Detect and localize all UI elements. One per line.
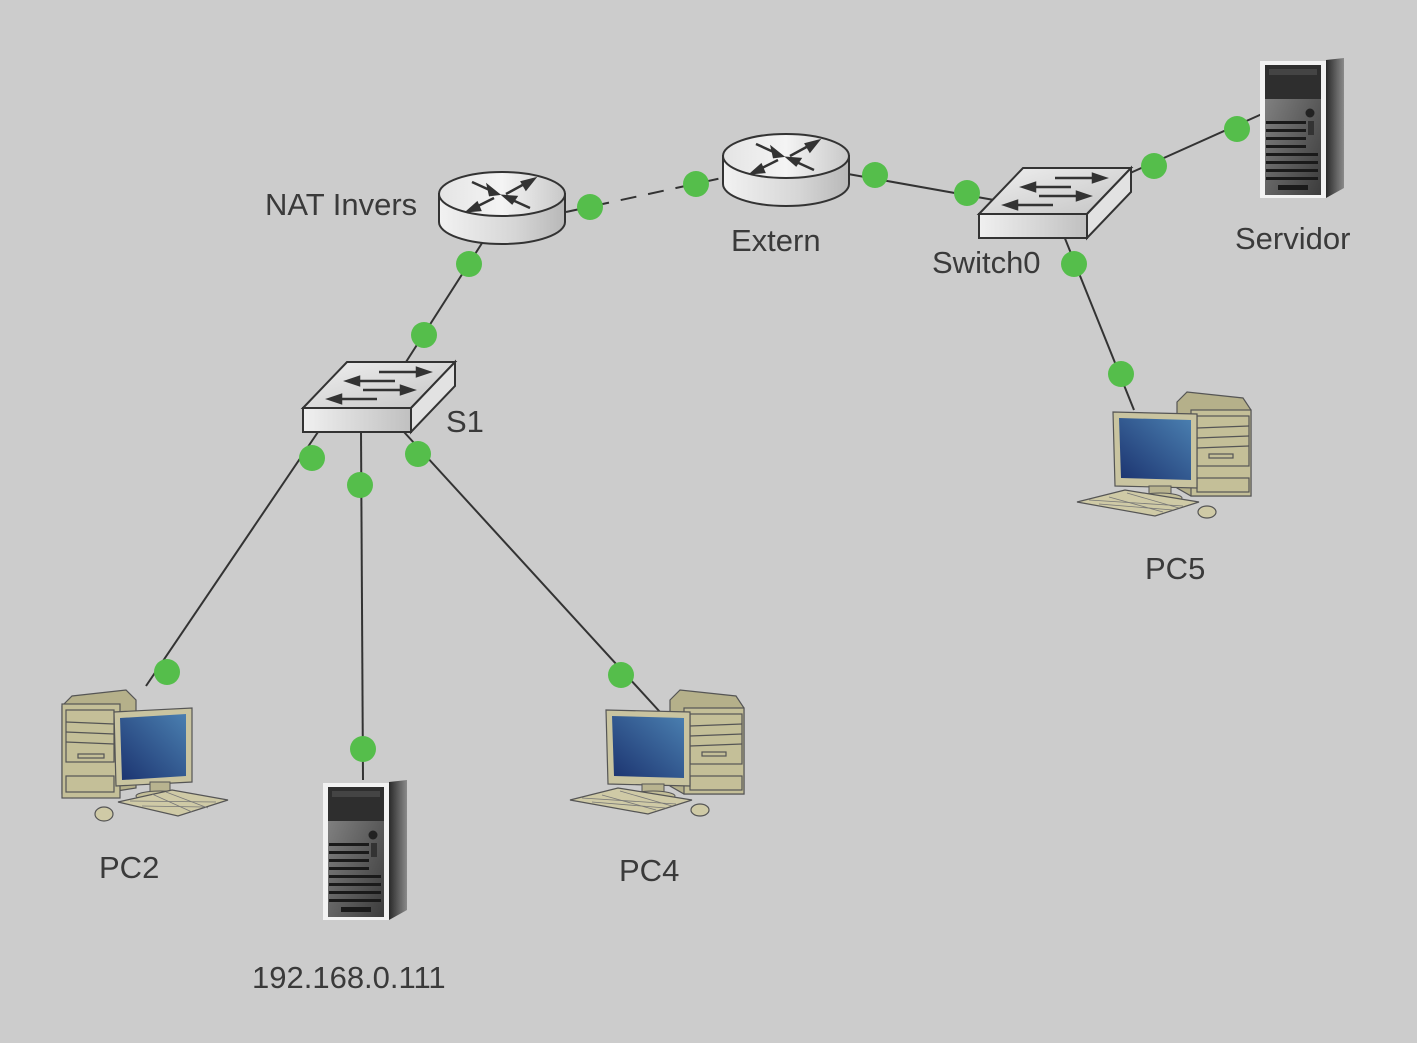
port-up-indicator	[577, 194, 603, 220]
pc-pc5[interactable]	[1076, 391, 1252, 519]
port-up-indicator	[456, 251, 482, 277]
port-up-indicator	[683, 171, 709, 197]
label-pc5: PC5	[1145, 551, 1205, 586]
port-up-indicator	[608, 662, 634, 688]
label-servidor: Servidor	[1235, 221, 1350, 256]
port-up-indicator	[154, 659, 180, 685]
label-extern: Extern	[731, 223, 821, 258]
label-pc4: PC4	[619, 853, 679, 888]
port-up-indicator	[1108, 361, 1134, 387]
pc-pc2[interactable]	[61, 689, 229, 822]
link-s1-pc2[interactable]	[145, 431, 319, 687]
port-up-indicator	[299, 445, 325, 471]
server-servidor[interactable]	[1260, 58, 1344, 198]
label-pc2: PC2	[99, 850, 159, 885]
port-up-indicator	[347, 472, 373, 498]
label-nat-invers: NAT Invers	[265, 187, 417, 222]
port-up-indicator	[954, 180, 980, 206]
port-up-indicator	[405, 441, 431, 467]
label-switch0: Switch0	[932, 245, 1041, 280]
label-s1: S1	[446, 404, 484, 439]
port-up-indicator	[862, 162, 888, 188]
switch-switch0[interactable]	[977, 166, 1133, 240]
switch-s1[interactable]	[301, 360, 457, 434]
port-up-indicator	[350, 736, 376, 762]
router-extern[interactable]	[721, 132, 851, 208]
router-nat-invers[interactable]	[437, 170, 567, 246]
port-up-indicator	[1224, 116, 1250, 142]
port-up-indicator	[1061, 251, 1087, 277]
port-up-indicator	[1141, 153, 1167, 179]
server-192-168-0-111[interactable]	[323, 780, 407, 920]
port-up-indicator	[411, 322, 437, 348]
link-status-indicators	[154, 116, 1250, 762]
label-server-192-168-0-111: 192.168.0.111	[252, 960, 446, 995]
